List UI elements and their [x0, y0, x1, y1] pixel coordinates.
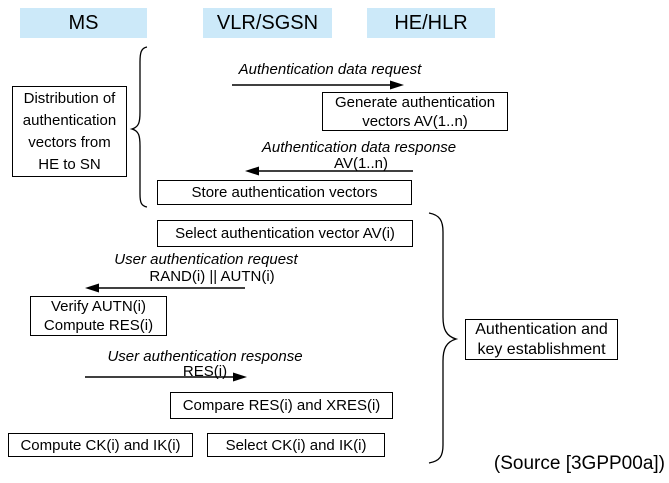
box-distribution: Distribution of authentication vectors f…	[12, 86, 127, 177]
auth-data-response-payload: AV(1..n)	[334, 155, 388, 172]
box-verify-compute: Verify AUTN(i) Compute RES(i)	[30, 296, 167, 336]
box-compare-res: Compare RES(i) and XRES(i)	[170, 392, 393, 419]
box-auth-key-establishment: Authentication and key establishment	[465, 319, 618, 360]
auth-data-response-label: Authentication data response	[261, 139, 457, 156]
entity-vlr-sgsn: VLR/SGSN	[203, 8, 332, 38]
box-select-ck-ik: Select CK(i) and IK(i)	[207, 433, 385, 457]
user-auth-response-payload: RES(i)	[182, 363, 228, 380]
box-compute-ck-ik: Compute CK(i) and IK(i)	[8, 433, 193, 457]
auth-data-request-arrow	[232, 80, 404, 90]
auth-data-request-label: Authentication data request	[238, 61, 422, 78]
entity-ms: MS	[20, 8, 147, 38]
user-auth-response-label: User authentication response	[107, 348, 303, 365]
box-select-vector: Select authentication vector AV(i)	[157, 220, 413, 247]
user-auth-request-label: User authentication request	[114, 251, 298, 268]
box-generate-vectors: Generate authentication vectors AV(1..n)	[322, 92, 508, 131]
distribution-phase-brace	[129, 46, 148, 208]
entity-he-hlr: HE/HLR	[367, 8, 495, 38]
user-auth-request-payload: RAND(i) || AUTN(i)	[149, 268, 275, 285]
auth-phase-brace	[428, 212, 459, 464]
box-store-vectors: Store authentication vectors	[157, 180, 412, 205]
source-note: (Source [3GPP00a])	[493, 453, 665, 474]
